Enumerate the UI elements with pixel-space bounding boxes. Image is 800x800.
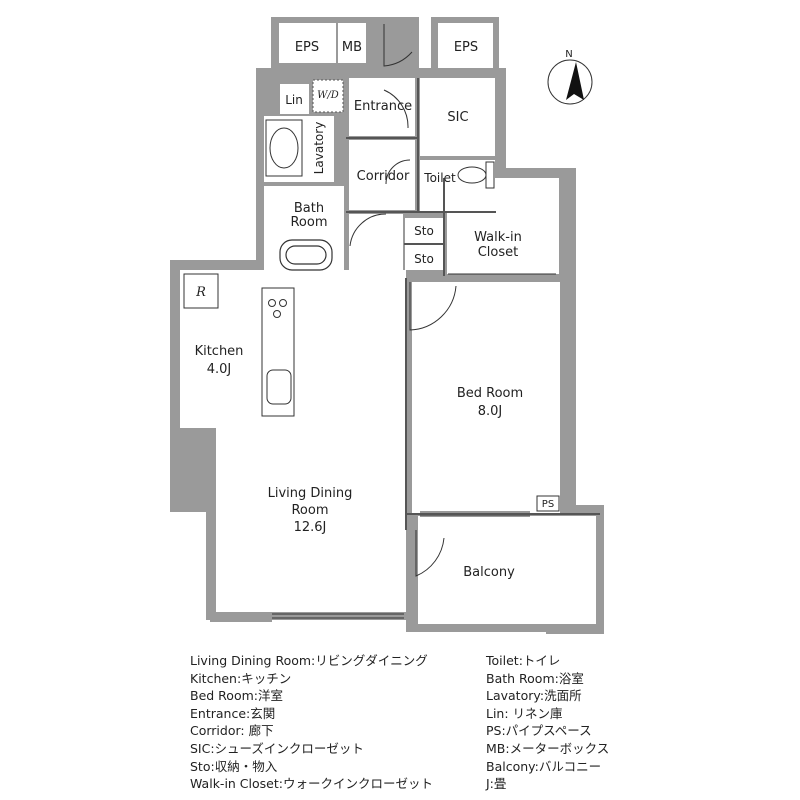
toilet-fixture [457,161,495,189]
door-arcs [349,24,457,577]
washer-space [312,79,344,113]
label-eps-right: EPS [454,40,478,55]
legend-item: Sto:収納・物入 [190,758,278,774]
compass-label: N [565,49,572,60]
legend-item: Toilet:トイレ [486,653,561,668]
legend-item: Entrance:玄関 [190,705,276,721]
label-kitchen-size: 4.0J [207,362,232,377]
partitions [346,78,600,530]
label-ps: PS [542,499,554,510]
kitchen-counter [261,287,295,417]
label-lin: Lin [285,93,303,107]
label-balcony: Balcony [463,565,515,580]
label-sto-upper: Sto [414,224,434,238]
legend-item: Walk-in Closet:ウォークインクローゼット [190,776,433,792]
legend-item: J:畳 [486,776,507,792]
label-mb: MB [342,40,362,55]
label-ldk-line1: Living Dining [268,486,353,501]
legend-item: MB:メーターボックス [486,740,610,756]
label-eps-left: EPS [295,40,319,55]
label-corridor: Corridor [357,169,410,184]
label-fridge: R [195,285,206,300]
label-ldk-size: 12.6J [294,520,327,535]
legend-item: Living Dining Room:リビングダイニング [190,653,428,668]
label-wd: W/D [317,90,339,101]
legend-item: Bath Room:浴室 [486,670,584,686]
bathtub [279,239,333,271]
label-walkin-line2: Closet [478,245,519,260]
label-bed-name: Bed Room [457,386,523,401]
north-compass-icon: N [547,49,593,105]
wash-basin [265,119,303,177]
label-entrance: Entrance [354,99,412,114]
label-bath-line2: Room [290,215,327,230]
label-bed-size: 8.0J [478,404,503,419]
legend-item: Lavatory:洗面所 [486,688,582,704]
legend-item: Corridor: 廊下 [190,723,274,739]
legend-item: PS:パイプスペース [486,723,592,739]
label-bath-line1: Bath [294,201,324,216]
label-lavatory: Lavatory [312,122,326,175]
label-sto-lower: Sto [414,252,434,266]
label-walkin-line1: Walk-in [474,230,522,245]
legend-item: Balcony:バルコニー [486,758,602,774]
legend-item: Kitchen:キッチン [190,670,292,686]
legend-right: Toilet:トイレ Bath Room:浴室 Lavatory:洗面所 Lin… [486,652,609,793]
legend-left: Living Dining Room:リビングダイニング Kitchen:キッチ… [190,652,433,793]
windows [272,273,556,619]
legend-item: Bed Room:洋室 [190,688,283,704]
label-ldk-line2: Room [291,503,328,518]
floor-plan: EPS MB EPS Lin W/D Entrance SIC Lavatory… [170,17,604,634]
legend-item: Lin: リネン庫 [486,705,563,721]
label-toilet: Toilet [423,171,456,185]
ps-box [536,495,560,512]
label-sic: SIC [447,110,468,125]
legend-item: SIC:シューズインクローゼット [190,740,364,756]
refrigerator-space [183,273,219,309]
label-kitchen-name: Kitchen [195,344,244,359]
